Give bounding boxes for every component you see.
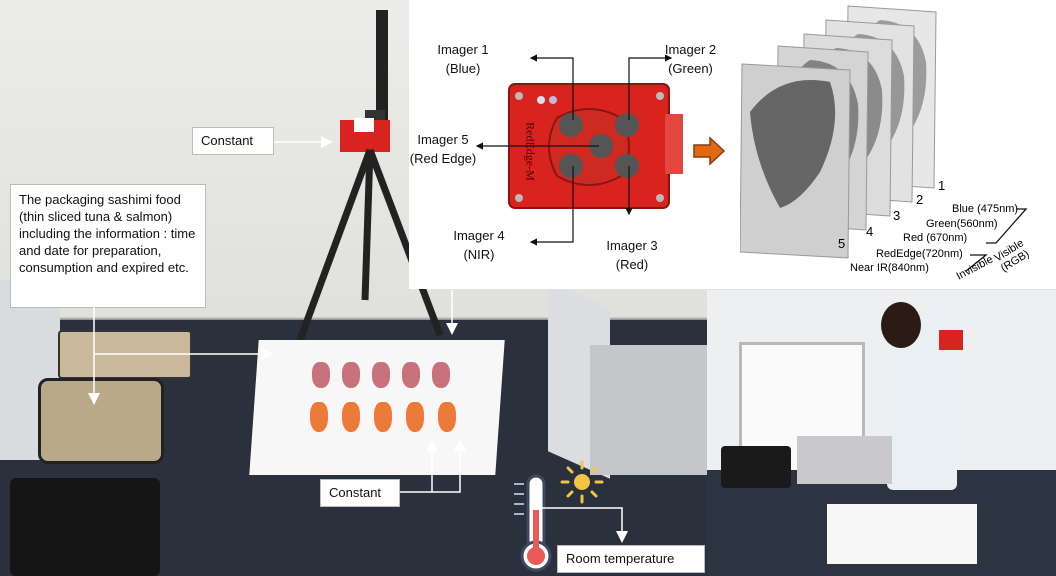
black-case <box>10 478 160 576</box>
layer-number-1: 1 <box>938 178 946 193</box>
tripod-camera <box>939 330 963 350</box>
camera-constant-arrow <box>274 136 333 148</box>
imager-1-label: Imager 1(Blue) <box>437 42 489 76</box>
band-rededge: RedEdge(720nm) <box>876 248 963 260</box>
tuna-slice <box>402 362 420 388</box>
imager-3-label: Imager 3(Red) <box>606 238 658 272</box>
salmon-slice <box>438 402 456 432</box>
layer-number-4: 4 <box>866 224 874 239</box>
sample-board <box>827 504 977 564</box>
tripod <box>296 10 444 342</box>
board-top-arrow <box>446 290 458 335</box>
tuna-slice <box>432 362 450 388</box>
salmon-slice <box>342 402 360 432</box>
layer-number-2: 2 <box>916 192 924 207</box>
room-temperature-arrow <box>540 507 628 543</box>
layer-number-3: 3 <box>893 208 901 223</box>
thermometer-icon <box>514 474 552 572</box>
researcher-photo <box>707 290 1056 576</box>
band-nir: Near IR(840nm) <box>850 262 929 274</box>
sashimi-package-2 <box>38 378 164 464</box>
salmon-slice <box>374 402 392 432</box>
band-green: Green(560nm) <box>926 218 998 230</box>
packaging-note-arrows <box>88 306 273 405</box>
sun-icon <box>560 460 604 504</box>
tuna-slice <box>342 362 360 388</box>
laptop-keyboard <box>590 345 710 475</box>
imager-2-label: Imager 2(Green) <box>664 42 717 76</box>
board-constant-callout: Constant <box>320 479 400 507</box>
packaging-note: The packaging sashimi food (thin sliced … <box>10 184 206 308</box>
band-image-stack <box>740 5 937 259</box>
board-constant-arrows <box>400 439 466 493</box>
laptop <box>797 436 892 484</box>
band-bracket-lines <box>965 208 1028 272</box>
black-case <box>721 446 791 488</box>
band-blue: Blue (475nm) <box>952 203 1019 215</box>
salmon-slice <box>406 402 424 432</box>
band-red: Red (670nm) <box>903 232 968 244</box>
imager-4-label: Imager 4(NIR) <box>453 228 505 262</box>
tuna-slice <box>372 362 390 388</box>
orange-arrow-icon <box>693 136 726 166</box>
layer-number-5: 5 <box>838 236 846 251</box>
salmon-slice <box>310 402 328 432</box>
person-head <box>881 302 921 348</box>
camera-constant-callout: Constant <box>192 127 274 155</box>
tuna-slice <box>312 362 330 388</box>
imager-5-label: Imager 5(Red Edge) <box>409 132 477 166</box>
imager-arrows <box>475 54 673 246</box>
room-temperature-callout: Room temperature <box>557 545 705 573</box>
